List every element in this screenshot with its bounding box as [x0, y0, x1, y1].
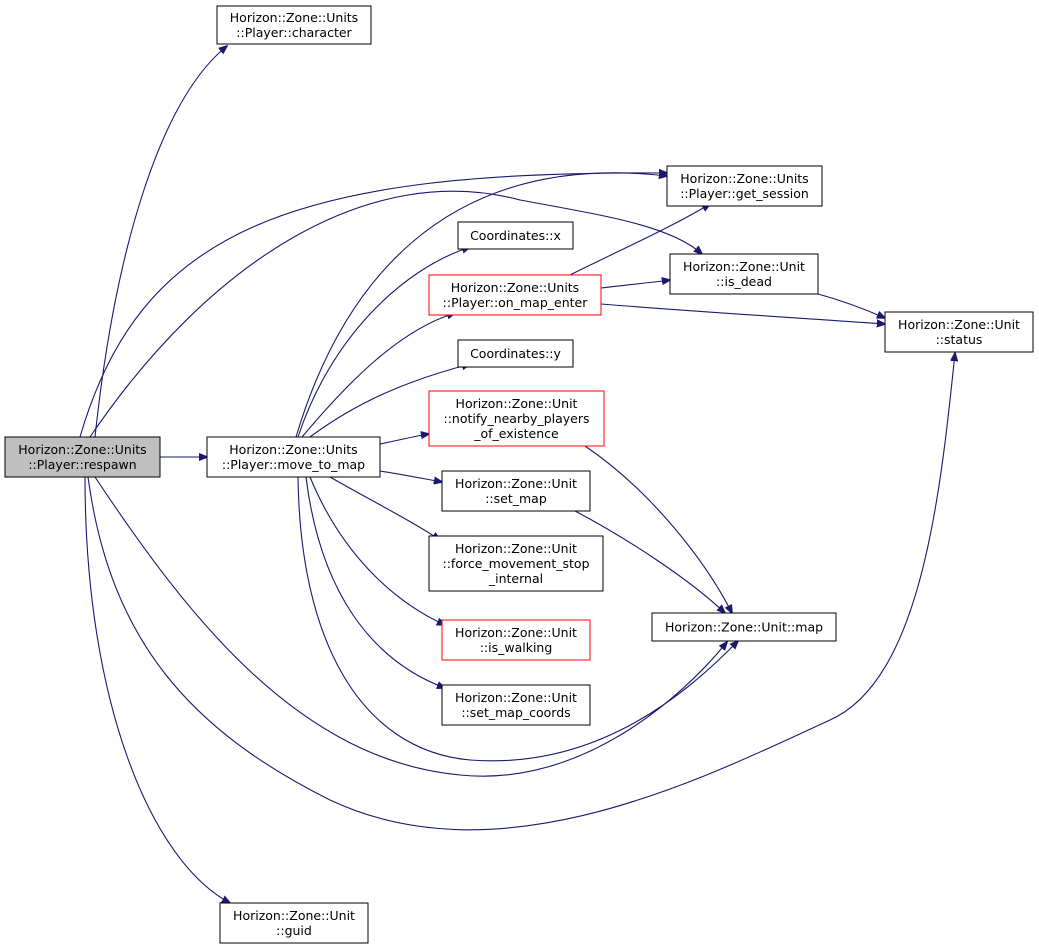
edge-respawn-to-character	[94, 46, 227, 438]
node-label-line: ::Player::get_session	[680, 186, 809, 201]
edge-move-to-map-to-notify	[379, 434, 429, 445]
node-label-line: ::Player::on_map_enter	[443, 295, 589, 310]
node-status[interactable]: Horizon::Zone::Unit::status	[884, 311, 1034, 353]
node-label-line: Horizon::Zone::Units	[229, 442, 357, 457]
node-label-line: Horizon::Zone::Unit	[455, 541, 577, 556]
node-box	[4, 436, 161, 478]
node-respawn[interactable]: Horizon::Zone::Units::Player::respawn	[4, 436, 161, 478]
node-on-map-enter[interactable]: Horizon::Zone::Units::Player::on_map_ent…	[428, 274, 602, 316]
node-label-line: Horizon::Zone::Units	[451, 280, 579, 295]
node-box	[666, 165, 823, 207]
node-label-line: ::status	[936, 332, 983, 347]
node-box	[457, 221, 574, 250]
edge-on-map-enter-to-status	[600, 303, 885, 324]
edge-move-to-map-to-force-stop	[329, 476, 440, 540]
edge-is-dead-to-status	[817, 293, 885, 318]
node-move-to-map[interactable]: Horizon::Zone::Units::Player::move_to_ma…	[206, 436, 381, 478]
node-box	[884, 311, 1034, 353]
node-box	[428, 390, 605, 447]
node-box	[219, 902, 369, 944]
node-label-line: ::Player::move_to_map	[222, 457, 365, 472]
node-label-line: ::Player::character	[236, 25, 352, 40]
nodes-layer: Horizon::Zone::Units::Player::respawnHor…	[4, 5, 1034, 944]
node-label-line: ::is_walking	[480, 640, 553, 655]
node-label-line: Horizon::Zone::Unit::map	[665, 620, 823, 635]
node-character[interactable]: Horizon::Zone::Units::Player::character	[216, 5, 372, 45]
node-label-line: _of_existence	[473, 426, 559, 441]
node-guid[interactable]: Horizon::Zone::Unit::guid	[219, 902, 369, 944]
node-label-line: ::guid	[276, 923, 312, 938]
edge-move-to-map-to-map	[297, 476, 738, 762]
node-get-session[interactable]: Horizon::Zone::Units::Player::get_sessio…	[666, 165, 823, 207]
edge-move-to-map-to-set-map-coords	[305, 476, 445, 688]
node-box	[428, 535, 604, 592]
node-label-line: Horizon::Zone::Unit	[233, 908, 355, 923]
node-coord-y[interactable]: Coordinates::y	[457, 339, 574, 368]
node-box	[206, 436, 381, 478]
edge-respawn-to-guid	[84, 476, 230, 903]
edge-move-to-map-to-is-walking	[309, 476, 445, 625]
node-label-line: Horizon::Zone::Unit	[455, 690, 577, 705]
node-notify[interactable]: Horizon::Zone::Unit::notify_nearby_playe…	[428, 390, 605, 447]
node-label-line: Horizon::Zone::Unit	[683, 259, 805, 274]
edge-move-to-map-to-coord-x	[297, 247, 470, 438]
edges-layer	[79, 46, 955, 903]
node-box	[441, 684, 591, 726]
edge-on-map-enter-to-get-session	[569, 204, 710, 276]
edge-respawn-to-status	[87, 353, 955, 831]
edge-respawn-to-get-session	[79, 173, 667, 438]
node-label-line: Horizon::Zone::Units	[230, 10, 358, 25]
node-label-line: Horizon::Zone::Unit	[456, 396, 578, 411]
node-box	[669, 253, 819, 295]
edge-on-map-enter-to-is-dead	[600, 280, 670, 289]
node-label-line: ::is_dead	[716, 274, 772, 289]
node-box	[216, 5, 372, 45]
node-box	[441, 470, 591, 512]
node-label-line: Horizon::Zone::Units	[18, 442, 146, 457]
node-label-line: ::Player::respawn	[28, 457, 136, 472]
node-map[interactable]: Horizon::Zone::Unit::map	[651, 612, 837, 642]
node-is-dead[interactable]: Horizon::Zone::Unit::is_dead	[669, 253, 819, 295]
node-label-line: Horizon::Zone::Unit	[898, 317, 1020, 332]
node-label-line: Coordinates::y	[470, 346, 561, 361]
edge-move-to-map-to-get-session	[295, 173, 667, 438]
node-label-line: Horizon::Zone::Units	[680, 171, 808, 186]
node-box	[441, 619, 591, 661]
node-set-map-coords[interactable]: Horizon::Zone::Unit::set_map_coords	[441, 684, 591, 726]
node-label-line: Coordinates::x	[470, 228, 561, 243]
node-label-line: ::set_map_coords	[461, 705, 570, 720]
node-coord-x[interactable]: Coordinates::x	[457, 221, 574, 250]
node-is-walking[interactable]: Horizon::Zone::Unit::is_walking	[441, 619, 591, 661]
node-label-line: ::set_map	[485, 491, 547, 506]
edge-move-to-map-to-coord-y	[309, 364, 470, 438]
edge-move-to-map-to-on-map-enter	[301, 313, 455, 438]
node-label-line: Horizon::Zone::Unit	[455, 476, 577, 491]
node-box	[457, 339, 574, 368]
node-label-line: ::force_movement_stop	[443, 556, 590, 571]
node-force-stop[interactable]: Horizon::Zone::Unit::force_movement_stop…	[428, 535, 604, 592]
node-box	[651, 612, 837, 642]
edge-set-map-to-map	[574, 510, 725, 613]
node-set-map[interactable]: Horizon::Zone::Unit::set_map	[441, 470, 591, 512]
edge-respawn-to-is-dead	[89, 190, 702, 438]
node-label-line: Horizon::Zone::Unit	[455, 625, 577, 640]
node-label-line: _internal	[488, 571, 543, 586]
edge-move-to-map-to-set-map	[379, 470, 442, 482]
edge-notify-to-map	[584, 445, 732, 613]
node-label-line: ::notify_nearby_players	[444, 411, 590, 426]
node-box	[428, 274, 602, 316]
